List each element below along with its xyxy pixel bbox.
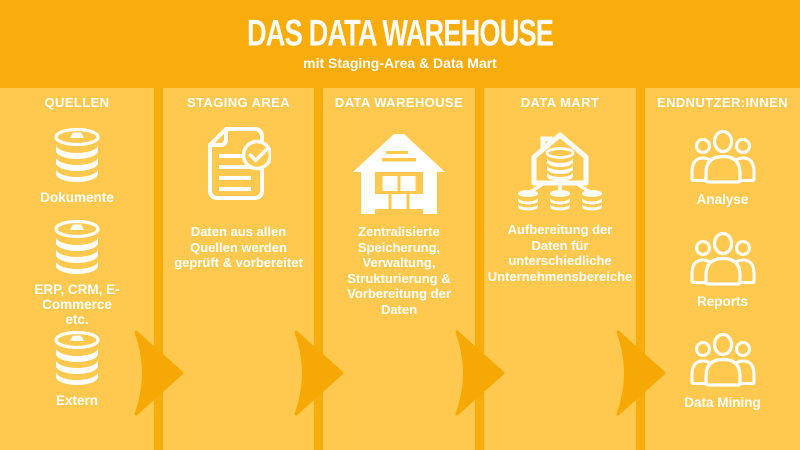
item-label: Reports <box>696 294 748 309</box>
column-staging-area: STAGING AREA Daten aus allen Quellen wer… <box>163 88 314 450</box>
column-header: ENDNUTZER:INNEN <box>657 95 788 110</box>
source-item-extern: Extern <box>0 331 154 408</box>
column-data-warehouse: DATA WAREHOUSE Zentralisierte Speicherun… <box>323 88 475 450</box>
page-subtitle: mit Staging-Area & Data Mart <box>303 55 497 71</box>
header-banner: DAS DATA WAREHOUSE mit Staging-Area & Da… <box>0 0 800 88</box>
users-icon <box>690 231 755 286</box>
column-header: QUELLEN <box>44 95 110 110</box>
users-icon <box>690 129 755 184</box>
item-label: Extern <box>55 393 99 408</box>
database-icon <box>54 331 100 385</box>
item-label: Analyse <box>696 192 749 207</box>
icon-wrap <box>484 130 636 212</box>
column-header: DATA WAREHOUSE <box>334 95 464 110</box>
column-description: Daten aus allen Quellen werden geprüft &… <box>174 224 303 270</box>
icon-wrap <box>323 126 475 214</box>
item-label: Dokumente <box>40 190 114 205</box>
flow-arrow-icon <box>294 330 344 416</box>
data-mart-icon <box>518 132 602 211</box>
source-item-erp: ERP, CRM, E-Commerce etc. <box>0 220 154 327</box>
item-label: ERP, CRM, E-Commerce etc. <box>34 282 120 327</box>
document-check-icon <box>207 127 271 200</box>
page-title: DAS DATA WAREHOUSE <box>246 12 554 54</box>
database-icon <box>54 128 100 182</box>
flow-arrow-icon <box>134 330 184 416</box>
column-data-mart: DATA MART Aufbereitung der Daten für unt <box>484 88 636 450</box>
column-description: Aufbereitung der Daten für unterschiedli… <box>487 222 633 284</box>
user-item-reports: Reports <box>645 230 800 309</box>
warehouse-icon <box>353 134 445 214</box>
flow-arrow-icon <box>616 330 666 416</box>
item-label: Data Mining <box>684 395 761 410</box>
user-item-data-mining: Data Mining <box>645 331 800 410</box>
column-description: Zentralisierte Speicherung, Verwaltung, … <box>347 224 451 317</box>
column-header: DATA MART <box>520 95 600 110</box>
column-header: STAGING AREA <box>186 95 291 110</box>
flow-arrow-icon <box>455 330 505 416</box>
source-item-dokumente: Dokumente <box>0 128 154 205</box>
user-item-analyse: Analyse <box>645 128 800 207</box>
database-icon <box>54 220 100 274</box>
column-endnutzer: ENDNUTZER:INNEN Analyse Reports <box>645 88 800 450</box>
column-quellen: QUELLEN Dokumente ERP, CRM, E-Commerce e… <box>0 88 154 450</box>
users-icon <box>690 332 755 387</box>
icon-wrap <box>163 126 314 204</box>
